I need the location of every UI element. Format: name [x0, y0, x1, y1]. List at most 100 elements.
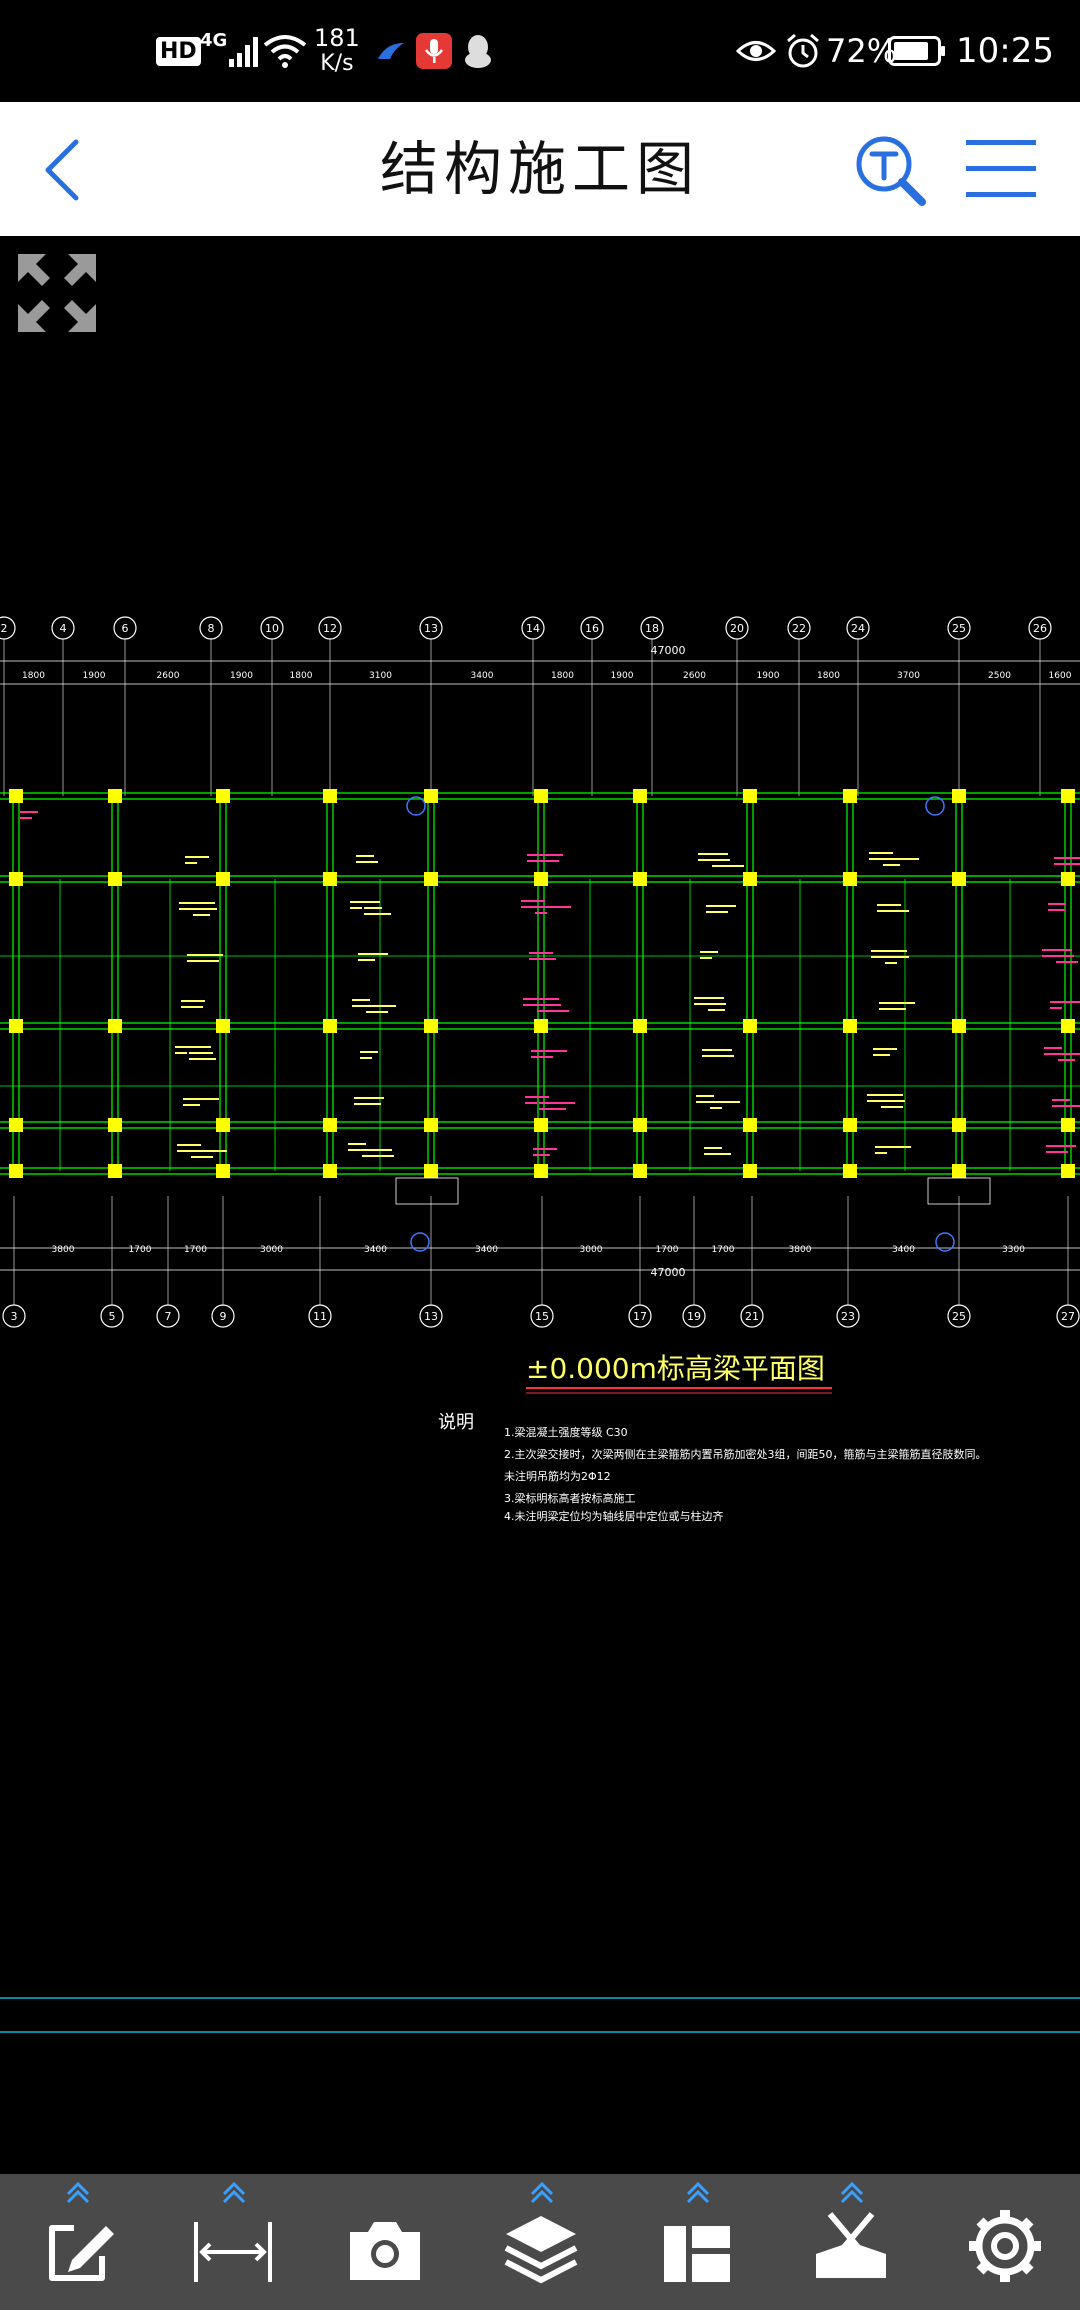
dimension-bottom: 1700 [129, 1245, 152, 1255]
axis-bubble-bottom: 21 [740, 1304, 764, 1328]
layout-icon [664, 2181, 730, 2282]
axis-bubble-top: 12 [318, 616, 342, 640]
axis-bubble-top: 22 [787, 616, 811, 640]
microphone-icon [416, 0, 452, 102]
axis-bubble-top: 20 [725, 616, 749, 640]
axis-label-top: 4 [60, 622, 67, 635]
battery-icon [888, 0, 946, 102]
note-line-4: 3.梁标明标高者按标高施工 [504, 1491, 636, 1505]
dimension-top: 2600 [683, 671, 706, 681]
axis-bubble-bottom: 5 [100, 1304, 124, 1328]
axis-bubble-top: 10 [260, 616, 284, 640]
bottom-total-dimension: 47000 [651, 1266, 686, 1279]
axis-bubble-top: 6 [113, 616, 137, 640]
app-bar: 结构施工图 [0, 102, 1080, 236]
axis-label-top: 8 [208, 622, 215, 635]
note-line-5: 4.未注明梁定位均为轴线居中定位或与柱边齐 [504, 1509, 724, 1523]
dimension-top: 3400 [471, 671, 494, 681]
top-total-dimension: 47000 [651, 644, 686, 657]
fullscreen-button[interactable] [16, 252, 98, 334]
dimension-top: 1800 [290, 671, 313, 681]
axis-label-bottom: 3 [11, 1310, 18, 1323]
dimension-top: 3700 [897, 671, 920, 681]
text-search-button[interactable] [852, 132, 928, 208]
chevron-left-icon [45, 139, 79, 201]
hamburger-menu-icon [966, 140, 1036, 197]
axis-label-bottom: 11 [313, 1310, 327, 1323]
drawing-title: ±0.000m标高梁平面图 [526, 1352, 825, 1385]
tools-icon [816, 2181, 886, 2278]
note-line-2: 2.主次梁交接时，次梁两侧在主梁箍筋内置吊筋加密处3组，间距50，箍筋与主梁箍筋… [504, 1447, 987, 1461]
layout-button[interactable] [642, 2174, 752, 2310]
dimension-bottom: 3800 [52, 1245, 75, 1255]
axis-bubble-top: 14 [521, 616, 545, 640]
axis-label-bottom: 13 [424, 1310, 438, 1323]
axis-bubble-bottom: 27 [1056, 1304, 1080, 1328]
dimension-bottom: 3400 [892, 1245, 915, 1255]
axis-label-top: 14 [526, 622, 540, 635]
eye-icon [736, 0, 776, 102]
axis-label-top: 13 [424, 622, 438, 635]
edit-button[interactable] [22, 2174, 132, 2310]
cad-linework [0, 639, 1080, 1305]
feather-icon [376, 0, 406, 102]
dimension-top: 1900 [83, 671, 106, 681]
axis-label-top: 24 [851, 622, 865, 635]
dimension-bottom: 3000 [260, 1245, 283, 1255]
gear-icon [969, 2210, 1041, 2282]
axis-label-top: 16 [585, 622, 599, 635]
axis-label-top: 10 [265, 622, 279, 635]
dimension-top: 1900 [757, 671, 780, 681]
dimension-bottom: 3800 [789, 1245, 812, 1255]
layers-icon [504, 2181, 578, 2284]
axis-label-bottom: 25 [952, 1310, 966, 1323]
axis-bubble-top: 25 [947, 616, 971, 640]
axis-bubble-bottom: 13 [419, 1304, 443, 1328]
dimension-top: 1900 [230, 671, 253, 681]
menu-button[interactable] [964, 134, 1040, 204]
axis-label-bottom: 21 [745, 1310, 759, 1323]
camera-button[interactable] [330, 2174, 440, 2310]
network-speed: 181 K/s [314, 24, 360, 76]
dimension-top: 1900 [611, 671, 634, 681]
axis-label-bottom: 19 [687, 1310, 701, 1323]
axis-label-bottom: 27 [1061, 1310, 1075, 1323]
signal-icon: 4G [200, 0, 263, 102]
axis-bubble-top: 16 [580, 616, 604, 640]
measure-button[interactable] [178, 2174, 288, 2310]
axis-bubble-top: 4 [51, 616, 75, 640]
dimension-top: 2500 [988, 671, 1011, 681]
battery-percent: 72% [826, 32, 898, 70]
dimension-top: 1800 [551, 671, 574, 681]
axis-label-top: 22 [792, 622, 806, 635]
measure-icon [194, 2181, 272, 2282]
dimension-bottom: 3400 [475, 1245, 498, 1255]
notes-heading: 说明 [438, 1412, 474, 1433]
note-line-1: 1.梁混凝土强度等级 C30 [504, 1425, 628, 1439]
back-button[interactable] [30, 132, 106, 208]
settings-button[interactable] [950, 2174, 1060, 2310]
axis-label-bottom: 5 [109, 1310, 116, 1323]
axis-bubble-bottom: 15 [530, 1304, 554, 1328]
axis-label-top: 25 [952, 622, 966, 635]
axis-label-top: 12 [323, 622, 337, 635]
axis-label-top: 20 [730, 622, 744, 635]
axis-label-top: 2 [1, 622, 8, 635]
axis-bubble-bottom: 17 [628, 1304, 652, 1328]
axis-bubble-bottom: 7 [156, 1304, 180, 1328]
tools-button[interactable] [796, 2174, 906, 2310]
layers-button[interactable] [486, 2174, 596, 2310]
dimension-bottom: 3400 [364, 1245, 387, 1255]
text-search-icon [856, 136, 926, 206]
axis-label-bottom: 23 [841, 1310, 855, 1323]
axis-label-bottom: 15 [535, 1310, 549, 1323]
axis-bubble-bottom: 25 [947, 1304, 971, 1328]
axis-label-top: 6 [122, 622, 129, 635]
axis-label-top: 26 [1033, 622, 1047, 635]
axis-label-top: 18 [645, 622, 659, 635]
edit-icon [49, 2181, 114, 2281]
dimension-top: 3100 [369, 671, 392, 681]
